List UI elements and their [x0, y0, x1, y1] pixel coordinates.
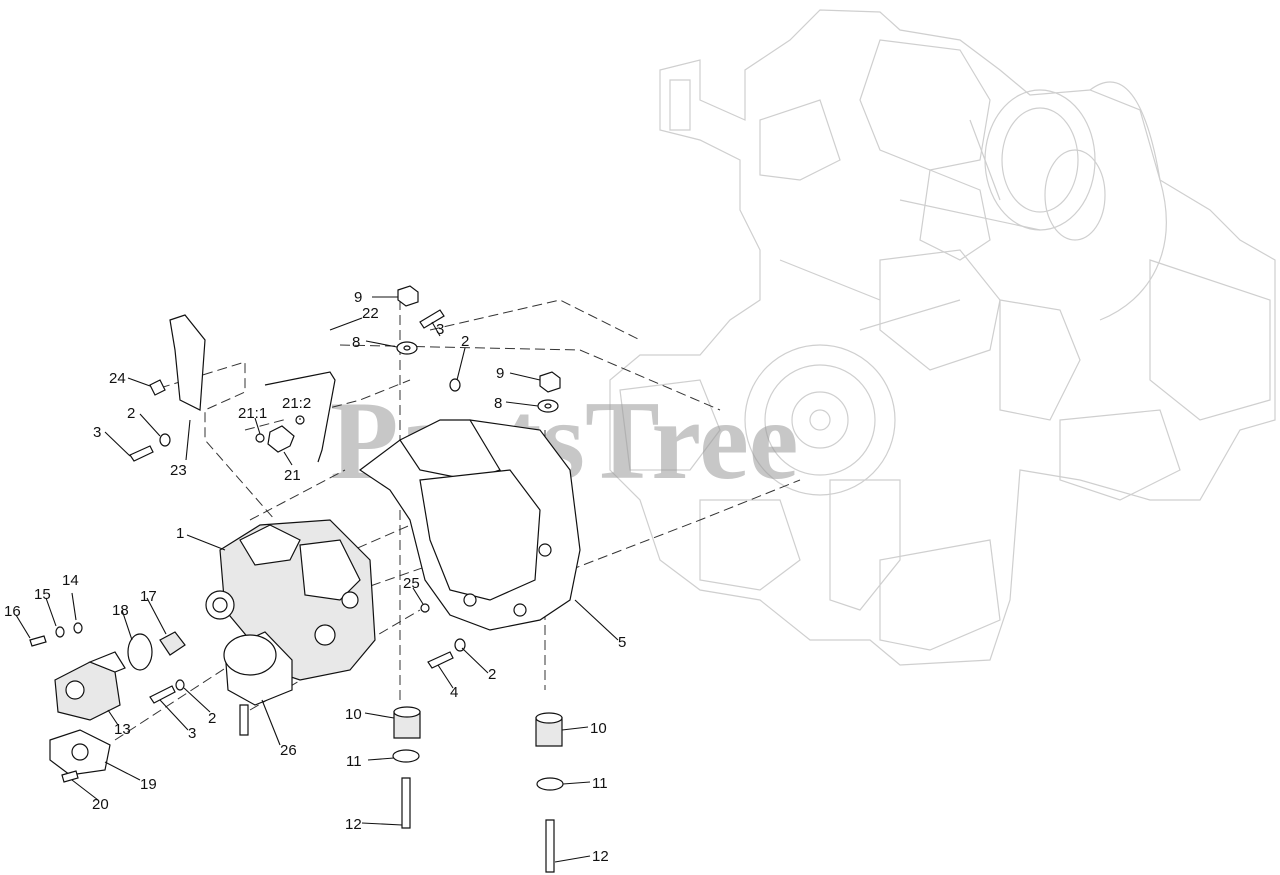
- bolt-3-upper: [419, 309, 445, 329]
- engine-ghost-outline: [609, 9, 1276, 666]
- pin-25: [420, 603, 430, 613]
- callout-9: 9: [496, 365, 504, 382]
- callout-labels: 9 8 3 2 9 8 24 22 2 21:1 21:2 3 23 21 1 …: [4, 289, 626, 865]
- callout-20: 20: [92, 796, 109, 813]
- leader-lines: [15, 296, 619, 863]
- bolt-4: [427, 651, 454, 669]
- callout-13: 13: [114, 721, 131, 738]
- coupler-17: [159, 631, 186, 656]
- callout-16: 16: [4, 603, 21, 620]
- callout-24: 24: [109, 370, 126, 387]
- charge-pump-13: [54, 651, 126, 721]
- oring-18: [127, 633, 153, 671]
- callout-21: 21: [284, 467, 301, 484]
- callout-11: 11: [592, 775, 608, 792]
- callout-9: 9: [354, 289, 362, 306]
- fitting-24: [149, 379, 166, 396]
- bolt-3-lower: [149, 685, 176, 704]
- callout-1: 1: [176, 525, 184, 542]
- nut-9-right: [539, 371, 561, 393]
- washer-11-left: [392, 749, 420, 763]
- fitting-21-1: [255, 433, 265, 443]
- callout-3: 3: [93, 424, 101, 441]
- callout-3: 3: [436, 321, 444, 338]
- callout-2: 2: [208, 710, 216, 727]
- washer-2-left: [159, 433, 171, 447]
- bolt-3-left: [129, 445, 154, 462]
- callout-2: 2: [488, 666, 496, 683]
- callout-11: 11: [346, 753, 362, 770]
- bolt-16: [29, 635, 47, 647]
- callout-12: 12: [345, 816, 362, 833]
- callout-8: 8: [494, 395, 502, 412]
- callout-25: 25: [403, 575, 420, 592]
- callout-10: 10: [345, 706, 362, 723]
- callout-5: 5: [618, 634, 626, 651]
- callout-19: 19: [140, 776, 157, 793]
- callout-15: 15: [34, 586, 51, 603]
- bolt-20: [61, 770, 79, 783]
- washer-2-lower: [175, 679, 185, 691]
- filter-26: [223, 631, 293, 736]
- callout-21-1: 21:1: [238, 405, 267, 422]
- callout-14: 14: [62, 572, 79, 589]
- callout-12: 12: [592, 848, 609, 865]
- callout-10: 10: [590, 720, 607, 737]
- bolt-12-right: [545, 819, 555, 873]
- hardware-parts: [29, 285, 561, 783]
- callout-17: 17: [140, 588, 157, 605]
- callout-26: 26: [280, 742, 297, 759]
- callout-3: 3: [188, 725, 196, 742]
- washer-14: [73, 622, 83, 634]
- callout-22: 22: [362, 305, 379, 322]
- callout-21-2: 21:2: [282, 395, 311, 412]
- callout-2: 2: [127, 405, 135, 422]
- callout-23: 23: [170, 462, 187, 479]
- fitting-21: [267, 425, 295, 453]
- washer-2-upper: [449, 378, 461, 392]
- bracket-23: [169, 314, 206, 411]
- callout-2: 2: [461, 333, 469, 350]
- bell-housing-5: [358, 419, 581, 631]
- isolator-mounts: [392, 706, 564, 873]
- bolt-12-left: [401, 777, 411, 829]
- washer-15: [55, 626, 65, 638]
- callout-18: 18: [112, 602, 129, 619]
- nut-9-upper: [397, 285, 419, 307]
- washer-11-right: [536, 777, 564, 791]
- callout-8: 8: [352, 334, 360, 351]
- callout-4: 4: [450, 684, 458, 701]
